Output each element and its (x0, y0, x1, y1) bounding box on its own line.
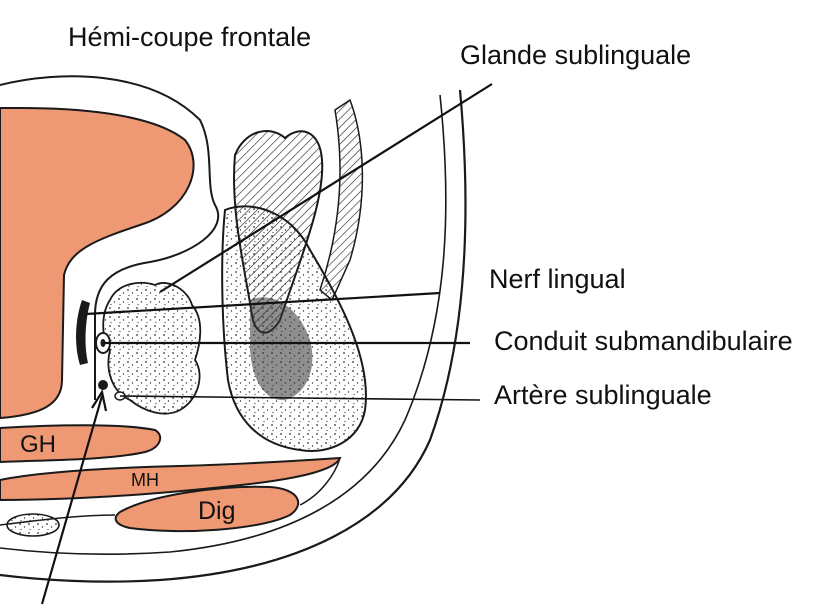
sublingual-artery (98, 380, 108, 390)
mandible-dark-trabeculae (250, 297, 313, 401)
tongue-muscle (0, 107, 195, 420)
label-gh: GH (20, 431, 56, 458)
pointer-arrowhead (91, 389, 108, 412)
pointer-bottom-artery (40, 395, 104, 605)
label-conduit-submandibulaire: Conduit submandibulaire (494, 326, 793, 356)
outer-contour (0, 75, 220, 400)
lingual-nerve (76, 300, 90, 365)
pointer-glande (159, 83, 493, 293)
duct-lumen (100, 339, 106, 347)
mandible-bone-band (319, 98, 364, 302)
sublingual-gland (102, 281, 202, 415)
pointer-nerf (85, 291, 441, 316)
geniohyoid-muscle (0, 424, 162, 464)
label-nerf-lingual: Nerf lingual (489, 264, 626, 294)
submandibular-node (6, 513, 60, 537)
mandible-outer-edge (0, 89, 467, 583)
label-mh: MH (131, 470, 159, 490)
label-dig: Dig (198, 497, 236, 525)
label-artere-sublinguale: Artère sublinguale (494, 380, 712, 410)
pointer-artere (119, 395, 481, 401)
diagram-title: Hémi-coupe frontale (68, 22, 312, 52)
digastric-muscle (114, 485, 300, 533)
mandible-inner-edge (0, 94, 447, 555)
label-glande-sublinguale: Glande sublinguale (460, 40, 692, 70)
